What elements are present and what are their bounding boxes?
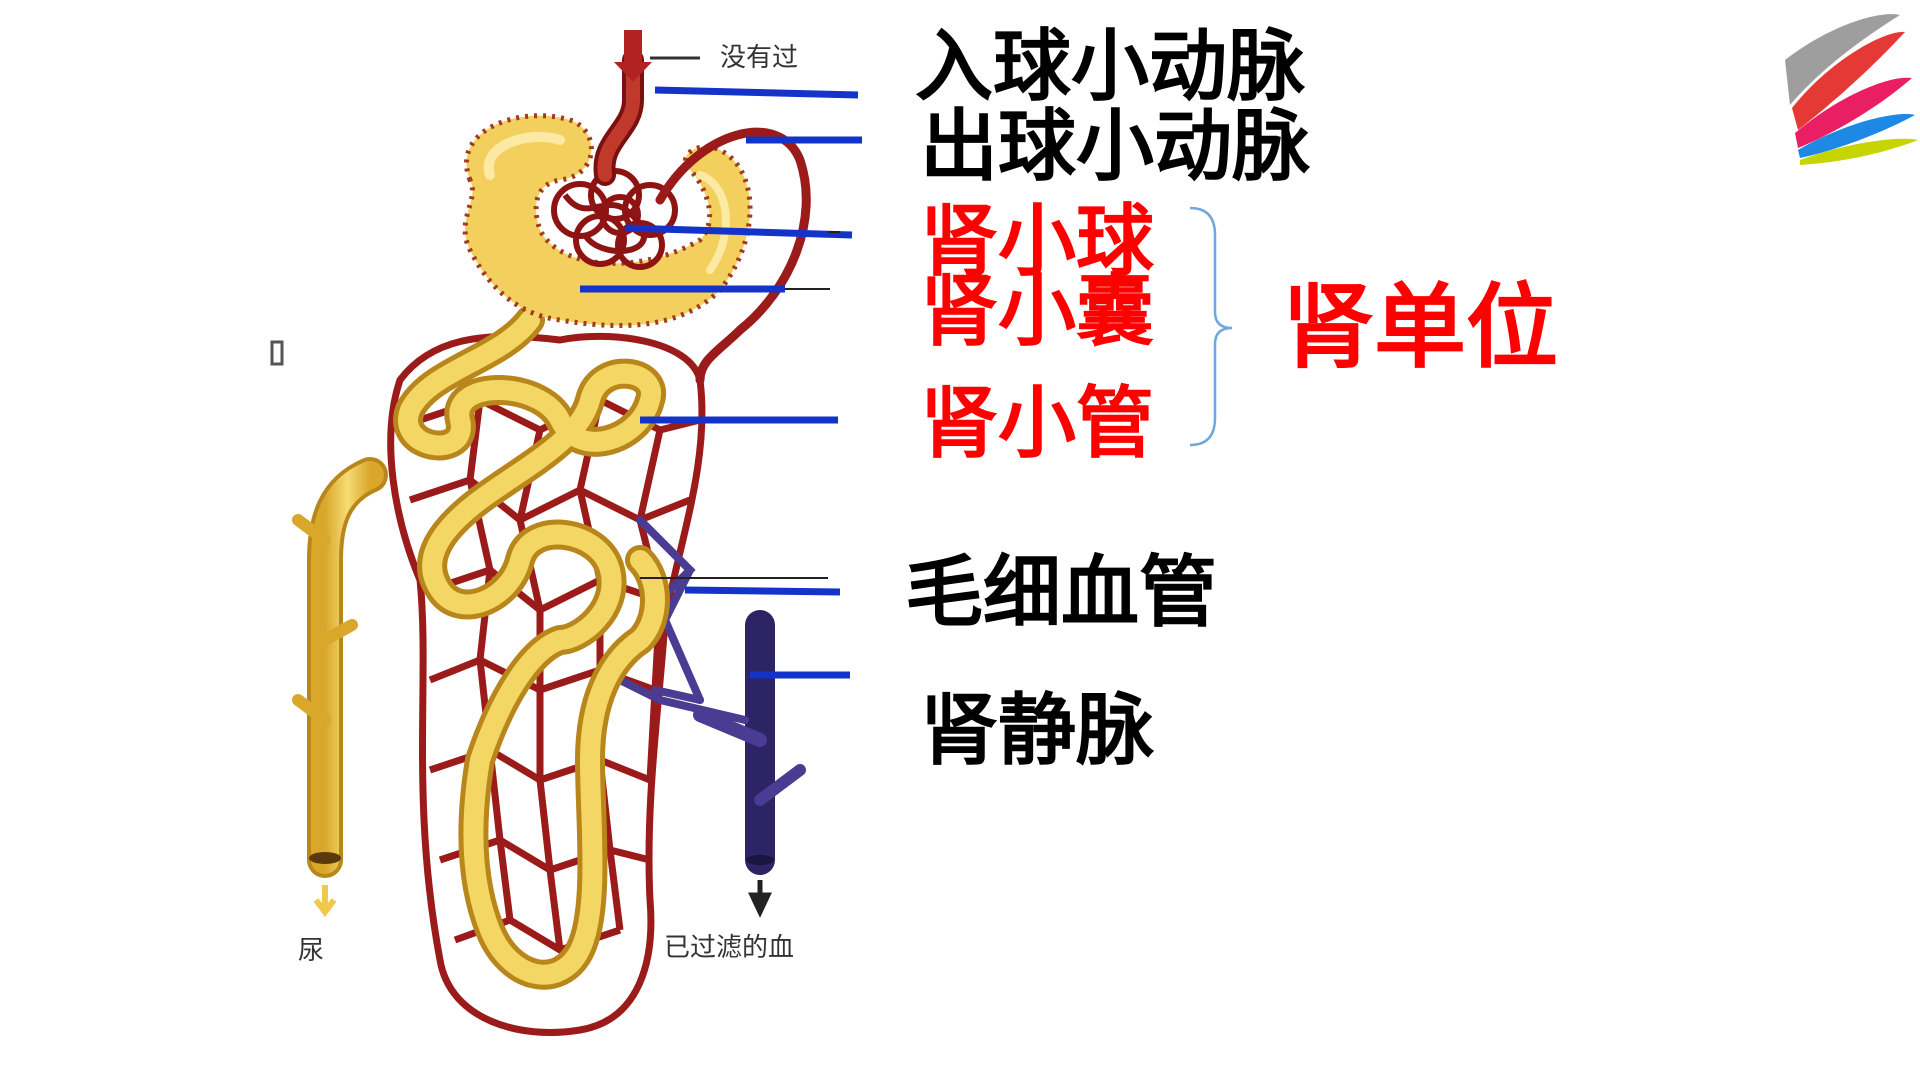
renal-tubule: [393, 305, 670, 990]
renal-vein-tube: [693, 610, 806, 918]
edge-mark: [270, 340, 284, 366]
label-bowmans-capsule: 肾小囊: [920, 267, 1155, 357]
label-renal-vein: 肾静脉: [920, 686, 1155, 776]
collecting-duct: [292, 457, 388, 917]
arterioles: [593, 30, 811, 385]
label-renal-tubule: 肾小管: [920, 379, 1155, 469]
bowmans-capsule: [462, 113, 753, 329]
caption-filtered-blood: 已过滤的血: [664, 933, 795, 963]
venule-branches: [596, 516, 749, 724]
nephron-bracket: [1189, 206, 1233, 447]
label-glomerulus: 肾小球: [920, 197, 1155, 287]
label-nephron: 肾单位: [1282, 274, 1559, 381]
thin-pointer-lines: [640, 231, 840, 579]
label-capillary: 毛细血管: [905, 548, 1218, 638]
caption-unfiltered: 没有过: [720, 43, 799, 73]
label-efferent-arteriole: 出球小动脉: [920, 102, 1311, 192]
color-swoosh-logo: [1785, 14, 1918, 165]
caption-urine: 尿: [298, 936, 325, 966]
glomerulus-knot: [551, 168, 678, 270]
pointer-lines: [580, 86, 862, 679]
label-afferent-arteriole: 入球小动脉: [915, 22, 1306, 112]
